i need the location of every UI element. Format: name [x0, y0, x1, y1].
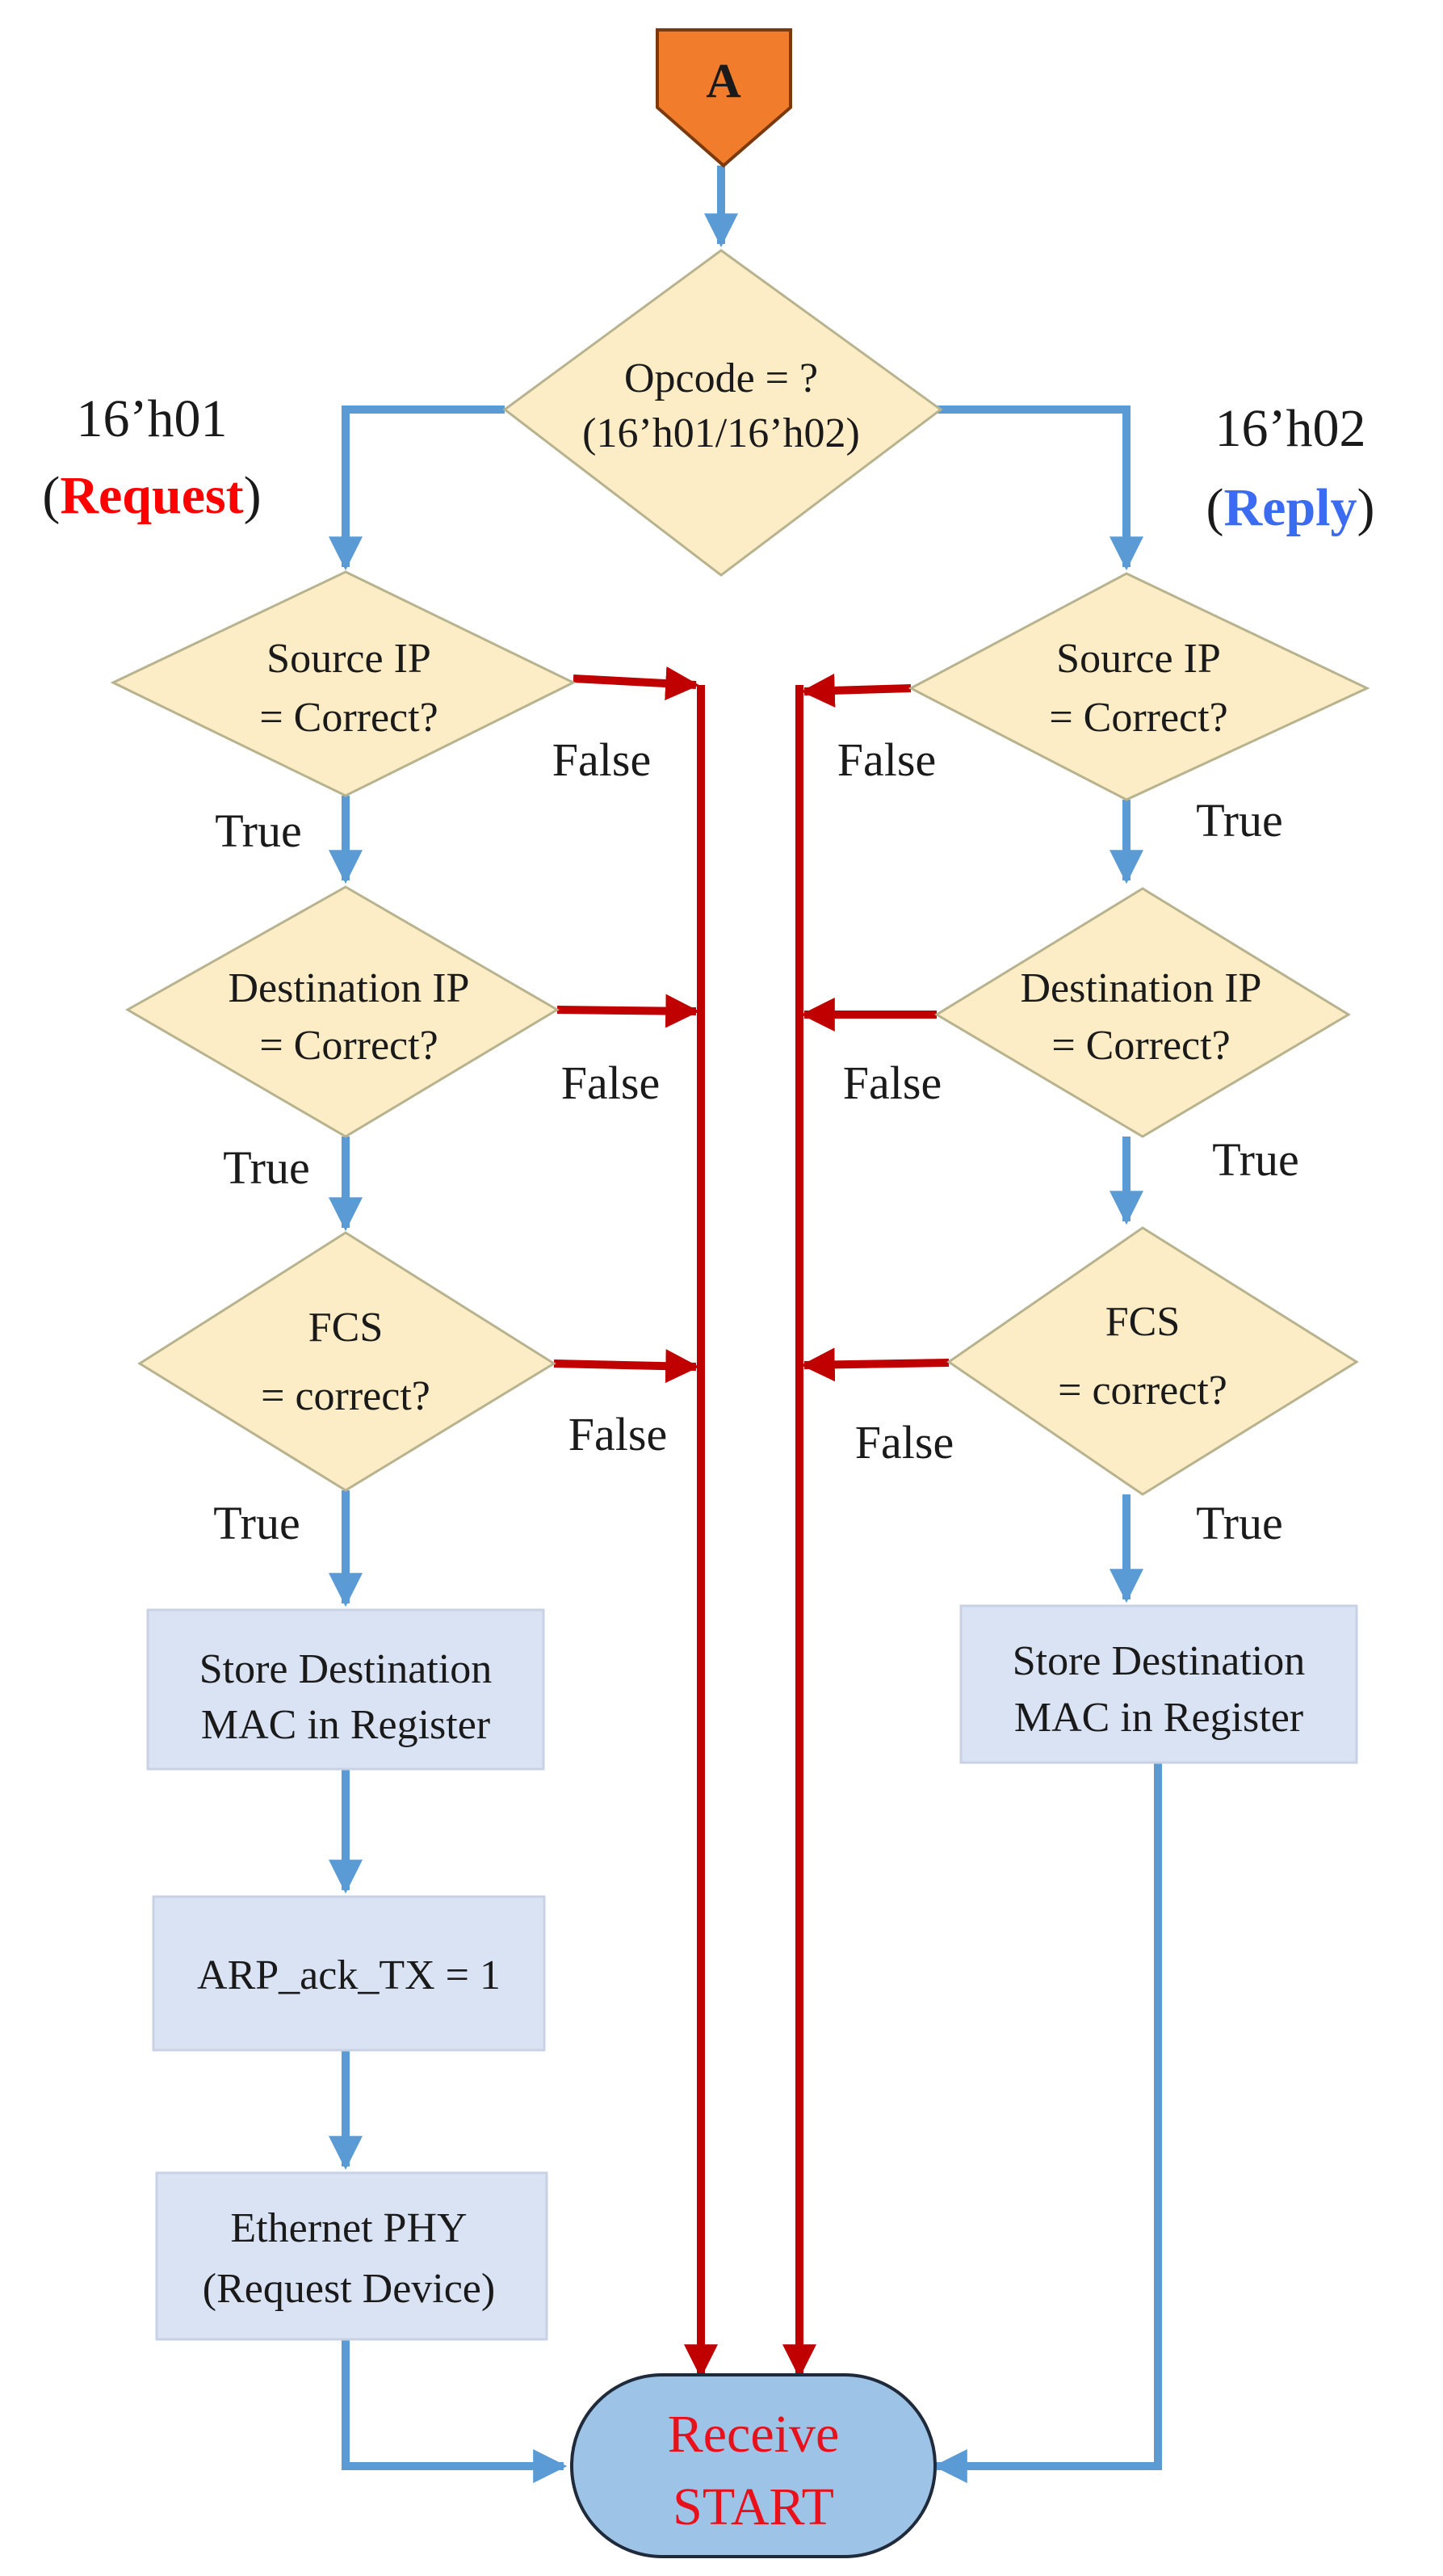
edge-l-dstip-false: [556, 994, 700, 1028]
reply-branch-label: 16’h02 (Reply): [1206, 399, 1375, 537]
r-fcs-decision: FCS = correct?: [946, 1226, 1359, 1496]
l-arp-ack-box: [152, 1895, 546, 2052]
edge-r-srcip-false: [800, 673, 912, 708]
r-true-label-2: True: [1212, 1133, 1298, 1186]
l-eth-phy-line2: (Request Device): [203, 2266, 495, 2312]
l-eth-phy-box: [155, 2171, 548, 2341]
opcode-diamond: [502, 249, 943, 577]
terminal-line1: Receive: [668, 2405, 840, 2464]
r-false-label-3: False: [855, 1416, 954, 1469]
connector-shape: [656, 28, 792, 168]
edge-l-srcip-false: [573, 666, 700, 700]
l-fcs-diamond: [137, 1231, 556, 1492]
request-name: (Request): [42, 466, 261, 525]
l-arp-ack-line1: ARP_ack_TX = 1: [197, 1952, 501, 1998]
l-fcs-decision: FCS = correct?: [137, 1231, 556, 1492]
r-store-mac-box: [959, 1604, 1358, 1764]
l-dest-ip-line1: Destination IP: [229, 965, 470, 1011]
connector-a: A: [656, 28, 792, 168]
request-code: 16’h01: [77, 389, 228, 448]
l-source-ip-line1: Source IP: [266, 636, 431, 682]
l-arp-ack-process: ARP_ack_TX = 1: [152, 1895, 546, 2052]
l-false-label-3: False: [568, 1408, 667, 1460]
request-branch-label: 16’h01 (Request): [42, 389, 261, 525]
r-true-label-3: True: [1196, 1497, 1282, 1549]
edge-r-fcs-false: [800, 1347, 950, 1382]
r-true-label-1: True: [1196, 794, 1282, 847]
terminal-shape: [570, 2373, 937, 2558]
l-false-label-1: False: [552, 733, 651, 786]
edge-labels: True True True False False False True Tr…: [213, 733, 1298, 1549]
reply-code: 16’h02: [1215, 399, 1366, 458]
r-dest-ip-decision: Destination IP = Correct?: [934, 887, 1351, 1138]
r-dest-ip-line1: Destination IP: [1021, 965, 1262, 1011]
l-store-mac-line2: MAC in Register: [201, 1702, 490, 1748]
l-source-ip-line2: = Correct?: [259, 695, 438, 741]
r-store-mac-line2: MAC in Register: [1014, 1695, 1303, 1741]
l-fcs-line1: FCS: [308, 1305, 384, 1351]
r-dest-ip-line2: = Correct?: [1051, 1023, 1230, 1069]
r-source-ip-line2: = Correct?: [1049, 695, 1227, 741]
reply-name: (Reply): [1206, 478, 1375, 537]
reject-edges: [553, 666, 950, 2379]
connector-label: A: [706, 54, 740, 107]
l-store-mac-line1: Store Destination: [199, 1646, 493, 1692]
l-true-label-1: True: [215, 805, 301, 857]
receive-start-terminal: Receive START: [570, 2373, 937, 2558]
l-store-mac-box: [146, 1608, 545, 1771]
l-source-ip-decision: Source IP = Correct?: [110, 570, 577, 797]
l-dest-ip-line2: = Correct?: [259, 1023, 438, 1069]
r-fcs-diamond: [946, 1226, 1359, 1496]
request-word: Request: [60, 466, 243, 525]
l-dest-ip-decision: Destination IP = Correct?: [124, 885, 560, 1138]
l-store-mac-process: Store Destination MAC in Register: [146, 1608, 545, 1771]
l-true-label-3: True: [213, 1497, 300, 1549]
r-false-label-1: False: [837, 733, 936, 786]
opcode-line1: Opcode = ?: [624, 355, 818, 401]
edge-r-store-to-terminal: [933, 1763, 1162, 2483]
edge-l-eth-to-terminal: [342, 2339, 568, 2483]
r-source-ip-diamond: [908, 572, 1370, 801]
l-source-ip-diamond: [110, 570, 577, 797]
flow-edges: [329, 166, 1162, 2483]
terminal-line2: START: [673, 2477, 834, 2536]
r-fcs-line2: = correct?: [1058, 1368, 1227, 1414]
r-store-mac-line1: Store Destination: [1013, 1638, 1306, 1684]
opcode-line2: (16’h01/16’h02): [582, 410, 860, 456]
r-fcs-line1: FCS: [1105, 1299, 1181, 1345]
r-source-ip-line1: Source IP: [1056, 636, 1221, 682]
r-source-ip-decision: Source IP = Correct?: [908, 572, 1370, 801]
reply-word: Reply: [1224, 478, 1357, 537]
opcode-decision: Opcode = ? (16’h01/16’h02): [502, 249, 943, 577]
edge-opcode-to-request: [329, 406, 505, 571]
edge-opcode-to-reply: [937, 406, 1143, 571]
l-eth-phy-line1: Ethernet PHY: [230, 2205, 467, 2251]
r-store-mac-process: Store Destination MAC in Register: [959, 1604, 1358, 1764]
edge-l-fcs-false: [553, 1349, 700, 1384]
l-true-label-2: True: [223, 1141, 309, 1194]
r-false-label-2: False: [843, 1057, 942, 1109]
l-false-label-2: False: [561, 1057, 660, 1109]
l-eth-phy-process: Ethernet PHY (Request Device): [155, 2171, 548, 2341]
r-dest-ip-diamond: [934, 887, 1351, 1138]
l-dest-ip-diamond: [124, 885, 560, 1138]
l-fcs-line2: = correct?: [261, 1373, 430, 1419]
